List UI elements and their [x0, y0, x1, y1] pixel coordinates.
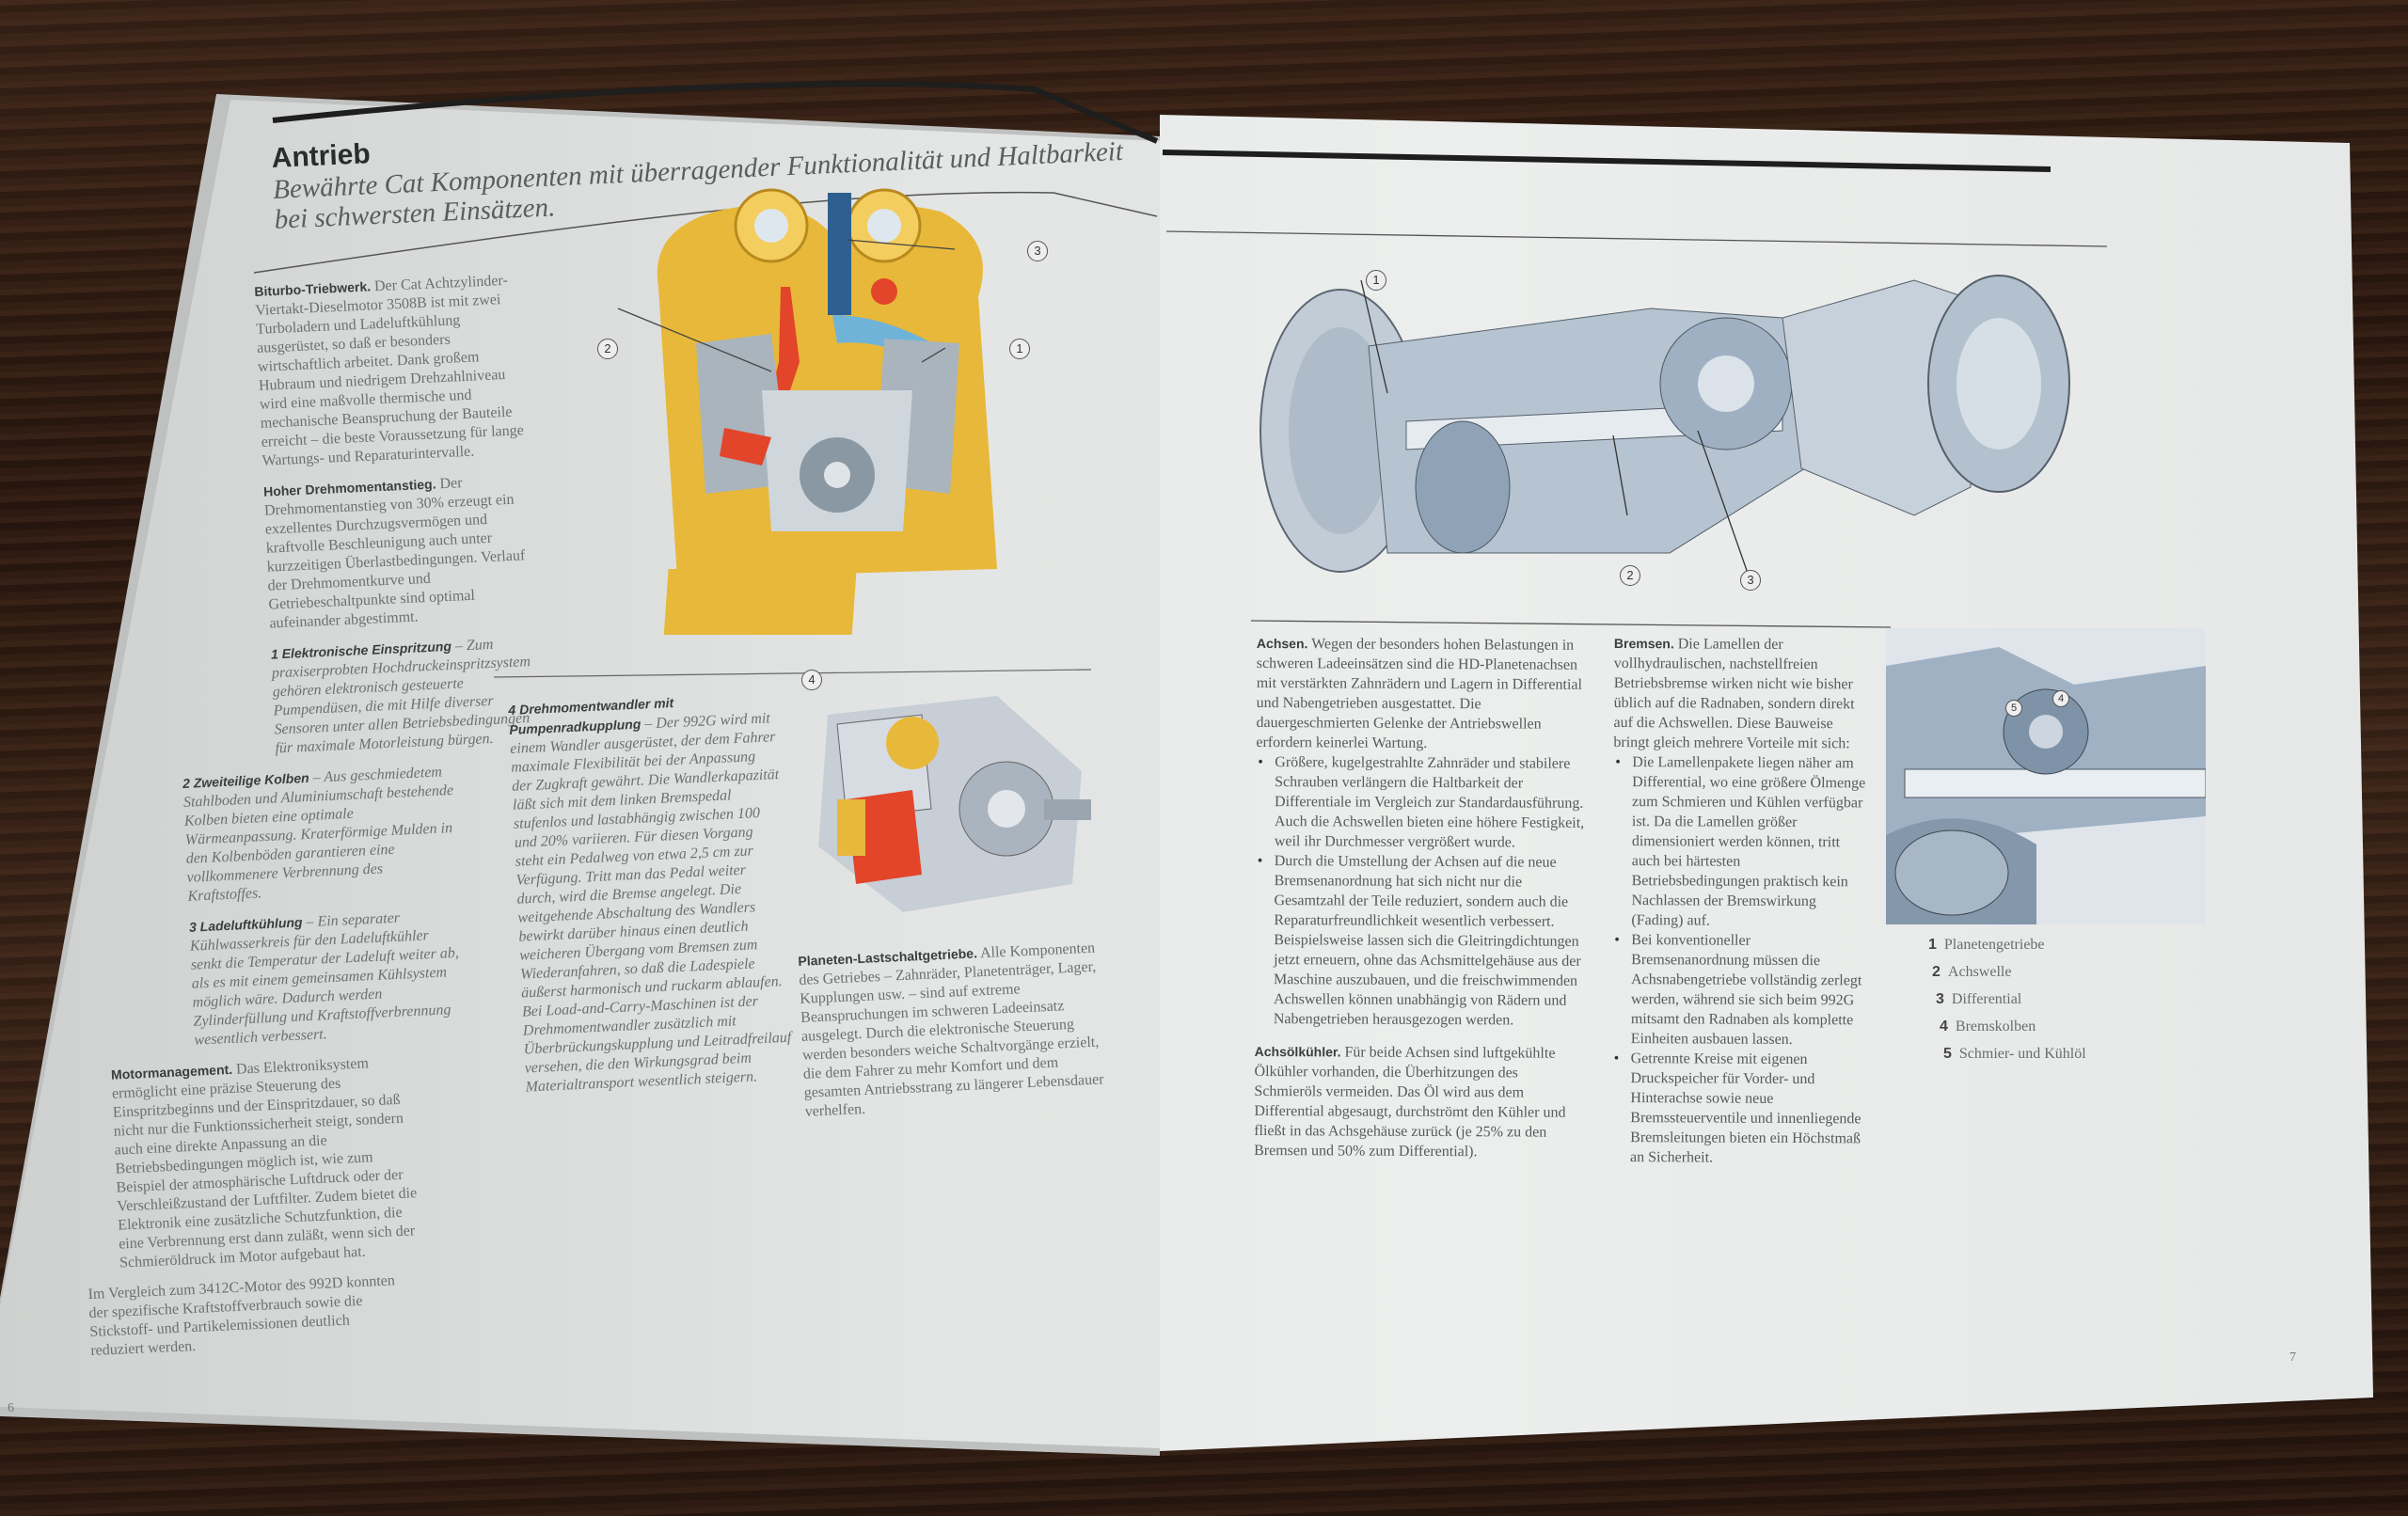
brakes-text: Bremsen. Die Lamellen der vollhydraulisc…	[1611, 634, 1870, 1168]
paragraph-axles: Achsen. Wegen der besonders hohen Belast…	[1256, 636, 1582, 751]
brakes-bullet: Bei konventioneller Bremsenanordnung müs…	[1612, 930, 1869, 1050]
paragraph-brakes: Bremsen. Die Lamellen der vollhydraulisc…	[1613, 636, 1855, 752]
axles-text: Achsen. Wegen der besonders hohen Belast…	[1254, 634, 1591, 1162]
brake-detail-illustration	[1886, 628, 2206, 924]
axles-bullet: Durch die Umstellung der Achsen auf die …	[1255, 851, 1590, 1031]
oil-cooler-text: Achsölkühler. Für beide Achsen sind luft…	[1254, 1043, 1566, 1161]
engine-callout-1: 1	[1009, 339, 1030, 359]
brake-callout-4: 4	[2052, 690, 2069, 707]
axle-callout-1: 1	[1366, 270, 1386, 291]
engine-cutaway-illustration	[617, 188, 997, 635]
transmission-callout-4: 4	[801, 670, 822, 690]
axle-cutaway-illustration	[1259, 275, 2070, 582]
torque-converter-illustration	[818, 696, 1091, 912]
engine-callout-2: 2	[597, 339, 618, 359]
brake-callout-5: 5	[2005, 700, 2022, 717]
axle-callout-3: 3	[1740, 570, 1761, 591]
axles-bullet: Größere, kugelgestrahlte Zahnräder und s…	[1256, 752, 1591, 853]
axle-callout-2: 2	[1620, 565, 1640, 586]
brakes-bullet: Die Lamellenpakete liegen näher am Diffe…	[1612, 752, 1869, 931]
page-number-right: 7	[2289, 1350, 2296, 1365]
page-number-left: 6	[8, 1401, 14, 1415]
brakes-bullet: Getrennte Kreise mit eigenen Druckspeich…	[1611, 1049, 1868, 1168]
engine-callout-3: 3	[1027, 241, 1048, 261]
